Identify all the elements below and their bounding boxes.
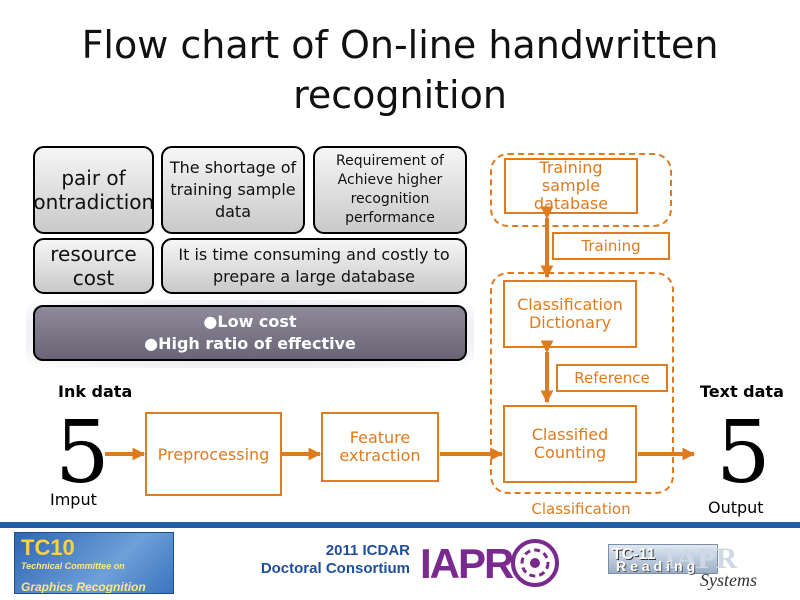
resource-cost-box: resource cost (33, 238, 154, 294)
feature-extraction-box: Feature extraction (321, 412, 439, 482)
goal-low-cost: ●Low cost (203, 312, 297, 331)
classification-group (490, 272, 674, 494)
tc10-logo-line2: Graphics Recognition (21, 580, 146, 594)
classified-counting-text: Classified Counting (531, 425, 609, 462)
footer-bar (0, 522, 800, 528)
ink-data-label: Ink data (58, 382, 133, 401)
time-consuming-box: It is time consuming and costly to prepa… (161, 238, 467, 294)
text-data-label: Text data (700, 382, 784, 401)
requirement-text: Requirement of Achieve higher recognitio… (336, 153, 444, 226)
training-group (490, 153, 672, 227)
tc10-logo-line1: Technical Committee on (21, 561, 125, 571)
tc10-logo-title: TC10 (21, 535, 75, 560)
iapr-swirl-icon (511, 539, 559, 587)
tc11-logo-iapr-watermark: IAPR (664, 542, 738, 575)
tc11-logo-title: TC-11 (612, 546, 656, 563)
icdar-line2: Doctoral Consortium (260, 560, 410, 577)
input-digit: 5 (55, 403, 110, 503)
resource-cost-text: resource cost (50, 242, 137, 290)
pair-of-contradictions-text: pair of contradictions (33, 166, 154, 214)
classification-dictionary-text: Classification Dictionary (517, 295, 623, 332)
training-label-box: Training (552, 232, 670, 260)
requirement-box: Requirement of Achieve higher recognitio… (313, 146, 467, 234)
icdar-line1: 2011 ICDAR (325, 542, 410, 559)
time-consuming-text: It is time consuming and costly to prepa… (178, 245, 450, 286)
iapr-logo-text: IAPR (420, 540, 514, 587)
shortage-box: The shortage of training sample data (161, 146, 305, 234)
tc11-logo-box (608, 544, 718, 574)
goals-box: ●Low cost ●High ratio of effective (33, 305, 467, 361)
preprocessing-box: Preprocessing (145, 412, 282, 496)
preprocessing-text: Preprocessing (157, 444, 270, 464)
reference-label-text: Reference (574, 369, 650, 387)
classification-dictionary-box: Classification Dictionary (503, 280, 637, 348)
pair-of-contradictions-box: pair of contradictions (33, 146, 154, 234)
shortage-text: The shortage of training sample data (169, 158, 297, 221)
tc11-logo-reading: Reading (616, 558, 700, 574)
training-label-text: Training (581, 237, 641, 255)
tc11-logo: IAPR TC-11 Reading Systems (608, 540, 788, 596)
slide-title: Flow chart of On-line handwritten recogn… (81, 23, 719, 117)
feature-extraction-text: Feature extraction (339, 428, 421, 465)
output-digit: 5 (716, 403, 771, 503)
classification-label: Classification (531, 500, 631, 518)
input-label: Imput (50, 490, 97, 509)
reference-label-box: Reference (556, 364, 668, 392)
goal-high-ratio: ●High ratio of effective (144, 334, 356, 353)
icdar-label: 2011 ICDAR Doctoral Consortium (220, 542, 410, 578)
classified-counting-box: Classified Counting (503, 405, 637, 483)
iapr-logo: IAPR (420, 540, 514, 588)
tc11-logo-systems: Systems (700, 570, 757, 590)
output-label: Output (708, 498, 764, 517)
tc10-logo: TC10 Technical Committee on Graphics Rec… (14, 532, 174, 594)
